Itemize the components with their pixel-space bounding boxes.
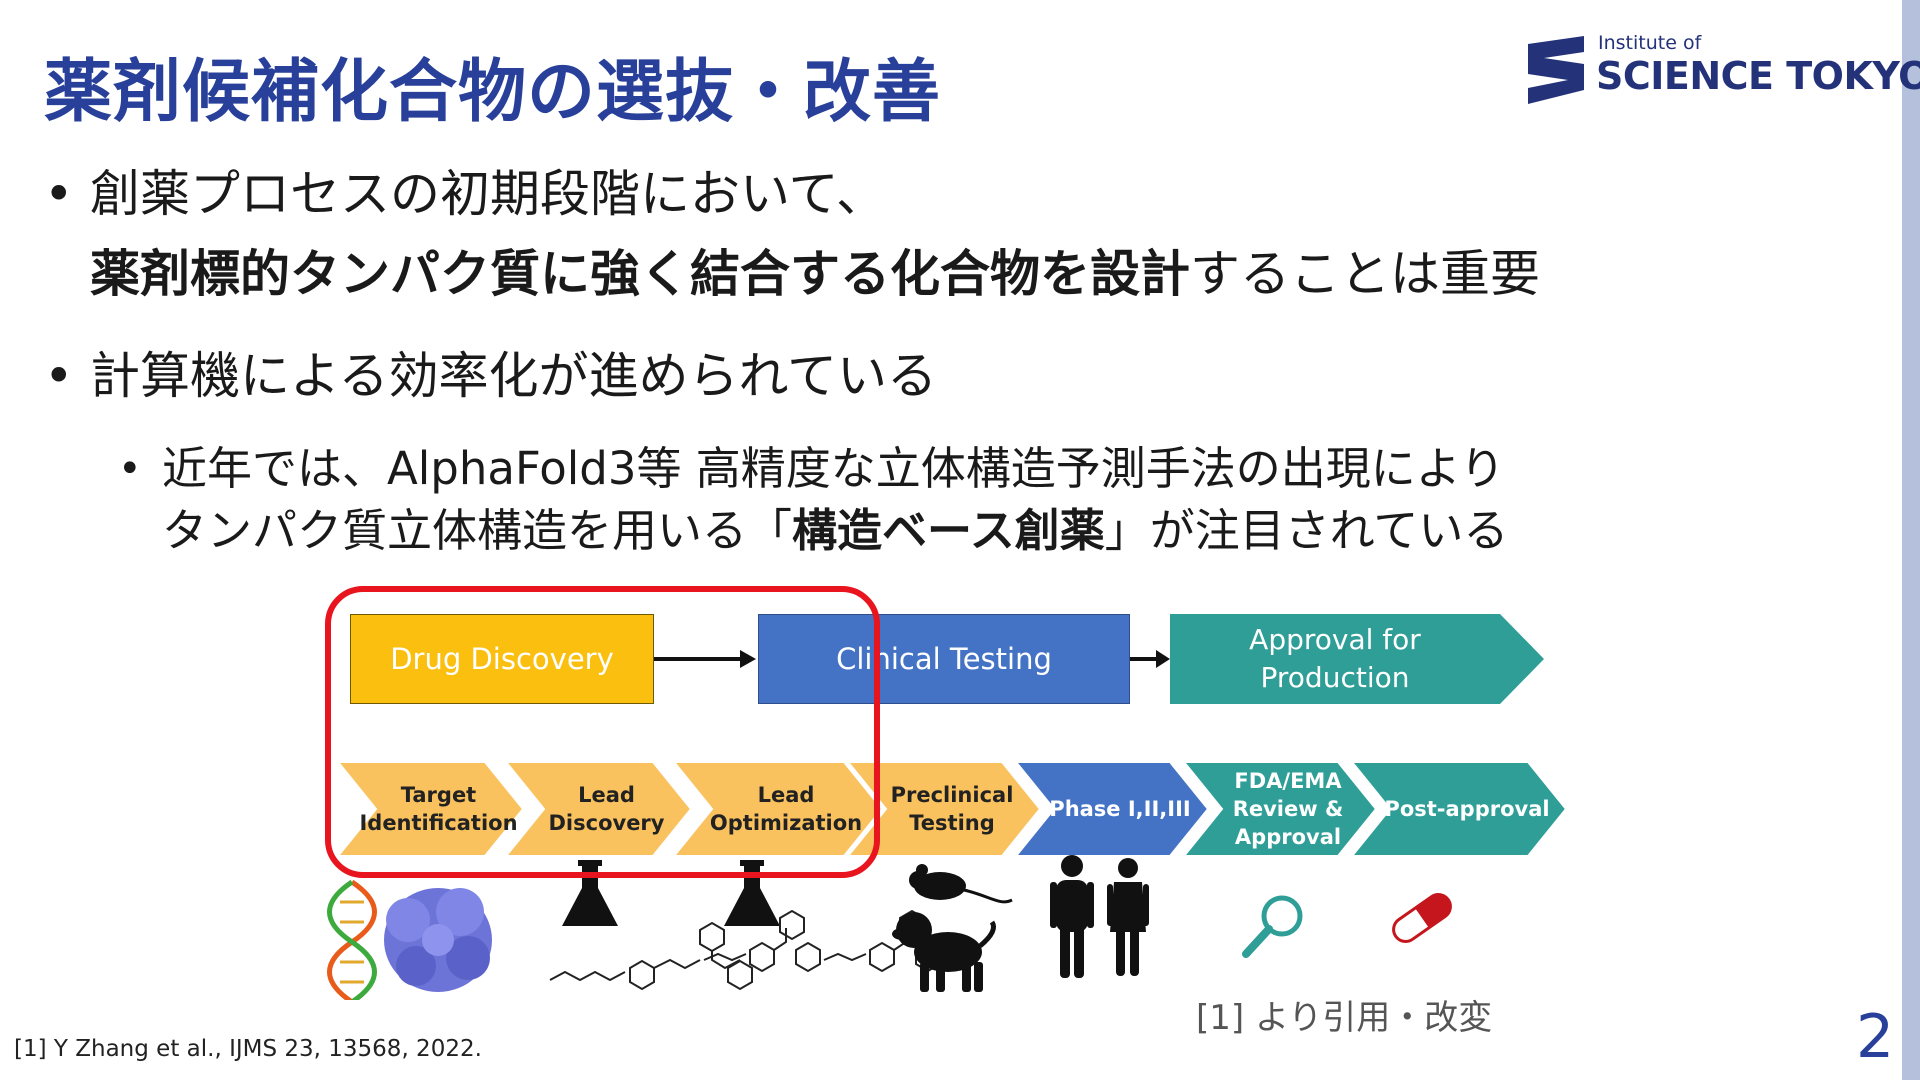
protein-structure-icon [384, 888, 492, 992]
chevron-shape [1184, 762, 1378, 856]
sub-bullet-dot: • [118, 446, 142, 492]
chevron-shape [1352, 762, 1568, 856]
sub-bullet-line-1: 近年では、AlphaFold3等 高精度な立体構造予測手法の出現により [162, 442, 1505, 495]
pill-icon [1392, 893, 1452, 943]
chevron-shape [674, 762, 884, 856]
stage-label: Phase I,II,III [1048, 762, 1192, 856]
stage-label-line: Post-approval [1384, 797, 1550, 821]
sub-bullet-line-2-pre: タンパク質立体構造を用いる「 [162, 504, 793, 557]
citation-note: [1] より引用・改変 [1196, 998, 1493, 1038]
clinical-testing-box: Clinical Testing [758, 614, 1130, 704]
stage-label-line: Discovery [548, 811, 665, 835]
stage-label: Post-approval [1384, 762, 1550, 856]
drug-development-pipeline-diagram: Drug Discovery Clinical Testing Approval… [320, 580, 1620, 1000]
stage-label-line: Approval [1234, 825, 1342, 849]
approval-chevron-shape [1170, 614, 1544, 704]
reference-footnote: [1] Y Zhang et al., IJMS 23, 13568, 2022… [14, 1036, 482, 1062]
stage-label-line: Phase I,II,III [1049, 797, 1191, 821]
molecule-icon [549, 921, 753, 991]
slide-title: 薬剤候補化合物の選抜・改善 [44, 53, 942, 132]
dog-icon [892, 912, 996, 992]
drug-discovery-highlight-frame [325, 586, 880, 878]
stage-label-line: Preclinical [890, 783, 1014, 807]
stage-chevron: Phase I,II,III [1016, 762, 1218, 856]
chevron-shape [506, 762, 693, 856]
stage-label-line: Identification [359, 811, 518, 835]
bullet-2-text: 計算機による効率化が進められている [90, 347, 937, 405]
stage-label-line: Lead [578, 783, 635, 807]
stage-label-line: Testing [909, 811, 995, 835]
sub-bullet-emphasis: 構造ベース創薬 [792, 504, 1105, 557]
bullet-2: • 計算機による効率化が進められている [44, 336, 937, 416]
stage-label-line: Optimization [709, 811, 863, 835]
magnifier-icon [1242, 895, 1303, 958]
approval-line-2: Production [1260, 661, 1410, 694]
bullet-1-emphasis: 薬剤標的タンパク質に強く結合する化合物を設計 [90, 245, 1190, 303]
sub-bullet-line-2-post: 」が注目されている [1104, 504, 1509, 557]
page-number: 2 [1856, 1002, 1895, 1072]
drug-discovery-box: Drug Discovery [350, 614, 654, 704]
right-accent-bar [1902, 0, 1920, 1080]
stage-label: FDA/EMA Review & Approval [1216, 762, 1360, 856]
stage-icons [327, 855, 1452, 1000]
dna-icon [327, 879, 377, 1000]
logo-line-2: SCIENCE TOKYO [1596, 54, 1920, 98]
stage-label-line: Target [400, 783, 477, 807]
arrow-right-icon [1130, 650, 1170, 668]
stage-chevron: Post-approval [1352, 762, 1576, 856]
chevron-shape [338, 762, 525, 856]
bullet-1-line-2-rest: することは重要 [1190, 245, 1540, 303]
human-figures-icon [1050, 855, 1149, 978]
institution-logo: Institute of SCIENCE TOKYO [1524, 32, 1920, 108]
bullet-dot: • [44, 165, 74, 223]
sub-bullet: • 近年では、AlphaFold3等 高精度な立体構造予測手法の出現により タン… [118, 438, 1508, 562]
bullet-dot: • [44, 347, 74, 405]
approval-line-1: Approval for [1249, 623, 1421, 656]
chevron-shape [848, 762, 1042, 856]
bullet-1: • 創薬プロセスの初期段階において、 薬剤標的タンパク質に強く結合する化合物を設… [44, 154, 1540, 314]
arrow-right-icon [654, 650, 756, 668]
mouse-icon [909, 864, 1013, 904]
stage-label-line: Lead [757, 783, 815, 807]
stage-label-line: FDA/EMA [1234, 769, 1342, 793]
bullet-1-line-2: 薬剤標的タンパク質に強く結合する化合物を設計することは重要 [90, 234, 1540, 314]
stage-chevron: FDA/EMA Review & Approval [1184, 762, 1386, 856]
science-tokyo-logo-icon [1528, 36, 1584, 104]
bullet-1-line-1: 創薬プロセスの初期段階において、 [90, 165, 886, 223]
stage-label-line: Review & [1232, 797, 1344, 821]
sub-bullet-line-2: タンパク質立体構造を用いる「構造ベース創薬」が注目されている [162, 500, 1508, 562]
chevron-shape [1016, 762, 1210, 856]
logo-line-1: Institute of [1598, 32, 1702, 54]
